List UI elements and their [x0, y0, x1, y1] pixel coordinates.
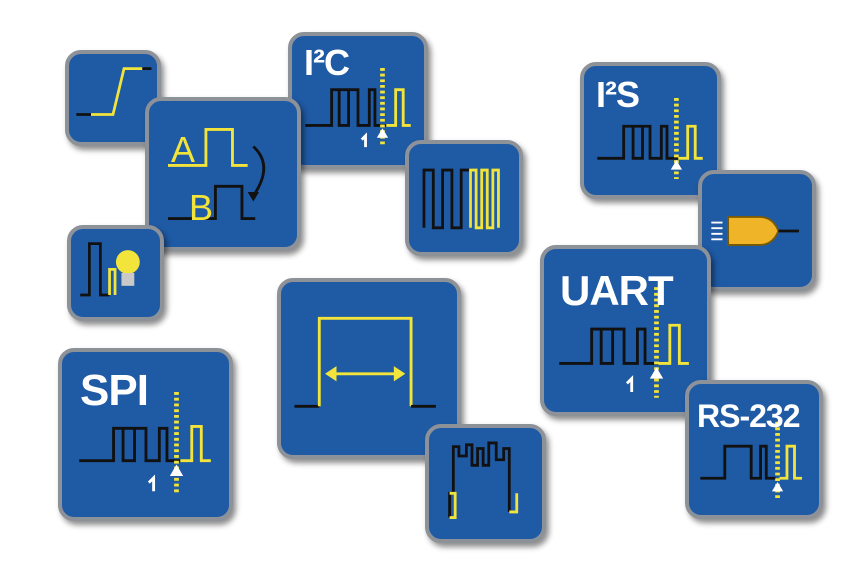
pulse-width-tile[interactable]: [277, 278, 461, 459]
spi-waveform-icon: [79, 392, 211, 496]
spi-tile[interactable]: SPI: [58, 348, 233, 521]
lightbulb-icon: [80, 242, 140, 297]
noisy-signal-icon: [448, 441, 519, 519]
rs232-tile[interactable]: RS-232: [685, 380, 823, 519]
uart-waveform-icon: [559, 287, 689, 398]
i2s-label: I²S: [596, 74, 640, 115]
i2c-tile[interactable]: I²C: [288, 32, 428, 169]
pwm-tile[interactable]: [405, 140, 523, 256]
i2s-tile[interactable]: I²S: [580, 62, 721, 199]
logic-gate-tile[interactable]: [698, 170, 816, 291]
uart-label: UART: [560, 267, 674, 314]
signal-a-label: A: [171, 129, 195, 170]
light-trigger-tile[interactable]: [67, 225, 164, 321]
square-wave-icon: [422, 168, 500, 230]
uart-tile[interactable]: UART: [540, 245, 711, 416]
rs232-label: RS-232: [697, 398, 800, 434]
i2s-waveform-icon: [597, 98, 703, 179]
edge-trigger-tile[interactable]: [65, 50, 161, 146]
rs232-waveform-icon: [700, 421, 803, 501]
and-gate-icon: [711, 216, 799, 246]
ab-waveform-icon: [168, 128, 266, 220]
i2c-waveform-icon: [305, 68, 411, 148]
pulse-width-icon: [294, 316, 436, 408]
spi-label: SPI: [80, 366, 149, 415]
rising-edge-icon: [76, 67, 152, 116]
ab-timing-tile[interactable]: A B: [145, 97, 301, 251]
i2c-label: I²C: [304, 42, 350, 83]
signal-b-label: B: [189, 187, 213, 228]
glitch-tile[interactable]: [425, 424, 546, 543]
